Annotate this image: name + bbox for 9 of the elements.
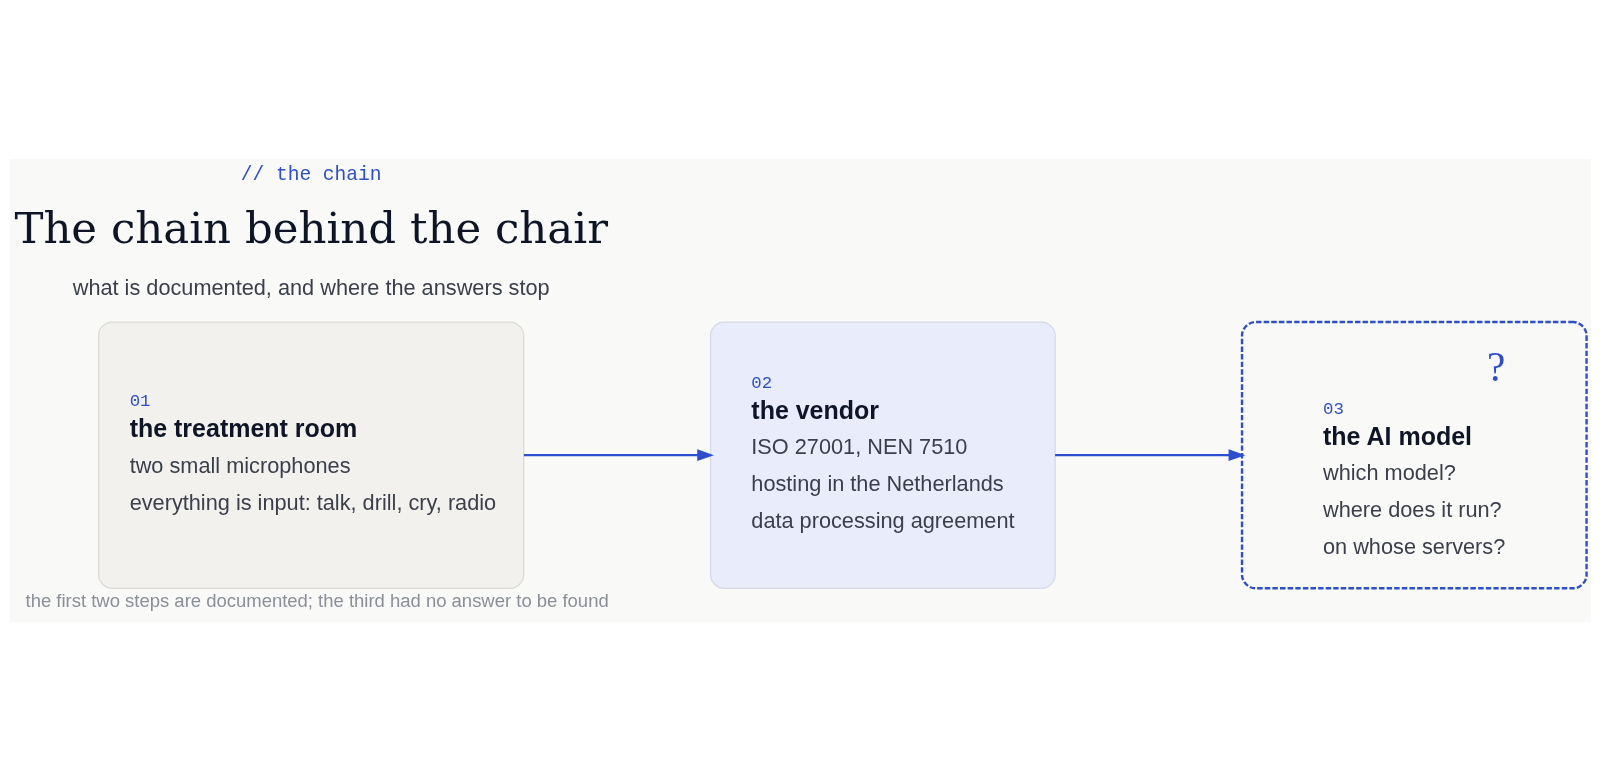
node-box: 02 the vendor ISO 27001, NEN 7510 hosting in the Netherlands data processing agreement	[709, 320, 1056, 589]
diagram-title: The chain behind the chair	[13, 202, 608, 253]
label: what is documented, and where the answers stop	[72, 274, 550, 300]
caption: the first two steps are documented; the third had no answer to be found	[25, 589, 609, 611]
arrow	[1054, 448, 1245, 461]
label: // the chain	[240, 163, 382, 186]
arrow	[523, 448, 714, 461]
node-box: ? 03 the AI model which model? where does it run? on whose servers?	[1240, 320, 1588, 589]
node-box: 01 the treatment room two small microphones everything is input: talk, drill, cry, radio	[97, 320, 524, 589]
